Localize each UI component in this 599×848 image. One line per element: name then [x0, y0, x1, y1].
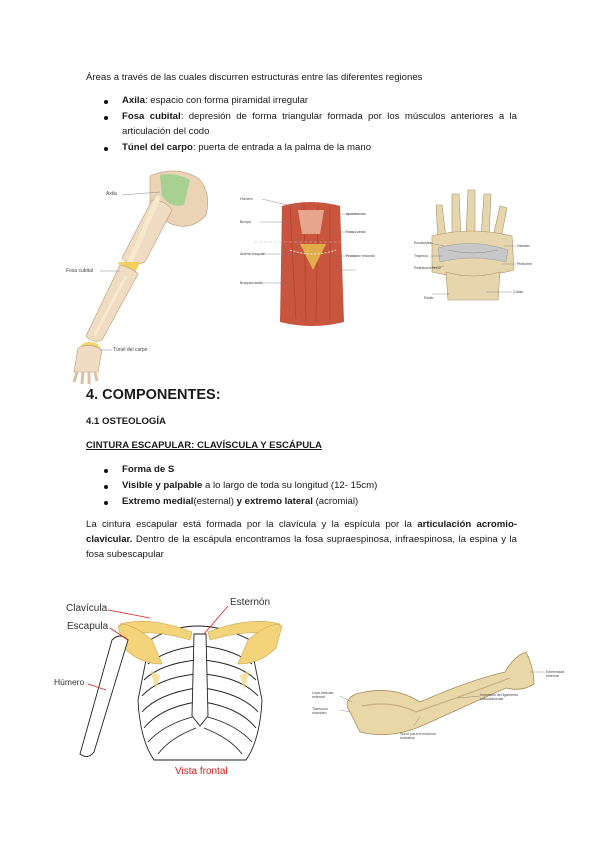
wrist-label: Escafoides [414, 241, 432, 245]
subsection-title: 4.1 OSTEOLOGÍA [86, 416, 166, 427]
feature-text: a lo largo de toda su longitud (12- 15cm… [202, 480, 378, 491]
feature-bold: y extremo lateral [236, 496, 313, 507]
paragraph-text: Dentro de la escápula encontramos la fos… [86, 534, 517, 560]
bullet-dot [104, 147, 108, 151]
clavicle-label: Impresión del ligamento costoclavicular [480, 693, 519, 701]
bullet-dot [104, 485, 108, 489]
figure-caption: Vista frontal [175, 766, 228, 777]
wrist-label: Pisiforme [517, 262, 532, 266]
subheading: CINTURA ESCAPULAR: CLAVÍSCULA Y ESCÁPULA [86, 440, 322, 451]
region-text: : puerta de entrada a la palma de la man… [192, 142, 372, 153]
body-paragraph: La cintura escapular está formada por la… [86, 517, 517, 562]
region-text: : espacio con forma piramidal irregular [144, 95, 309, 106]
section-title: 4. COMPONENTES: [86, 387, 221, 403]
feature-bold: Visible y palpable [122, 480, 203, 491]
paragraph-bold: articulación acromio-clavicular. [86, 519, 517, 545]
elbow-label: Pronador redondo [346, 254, 375, 258]
paragraph-text: La cintura escapular está formada por la… [86, 519, 418, 530]
region-item-fosa: Fosa cubital: depresión de forma triangu… [122, 109, 517, 139]
region-term: Axila [122, 95, 145, 106]
label-humero: Húmero [54, 677, 85, 687]
bullet-dot [104, 116, 108, 120]
feature-bold: Forma de S [122, 464, 175, 475]
region-item-axila: Axila: espacio con forma piramidal irreg… [122, 93, 517, 108]
intro-text: Áreas a través de las cuales discurren e… [86, 72, 423, 83]
bullet-dot [104, 469, 108, 473]
feature-item: Extremo medial(esternal) y extremo later… [122, 494, 517, 509]
elbow-label: Húmero [240, 197, 253, 201]
region-text: : depresión de forma triangular formada … [122, 111, 517, 137]
region-item-tunel: Túnel del carpo: puerta de entrada a la … [122, 140, 517, 155]
wrist-label: Cúbito [513, 290, 524, 294]
clavicle-label: Cara articular esternal [312, 691, 334, 699]
wrist-label: Hamato [517, 244, 530, 248]
arm-label-tunel: Túnel del carpo [113, 347, 148, 353]
label-esternon: Esternón [230, 597, 271, 608]
feature-text: (acromial) [312, 496, 359, 507]
region-term: Túnel del carpo [122, 142, 193, 153]
elbow-label: Bíceps [240, 220, 251, 224]
feature-item: Forma de S [122, 462, 517, 477]
elbow-label: Fosa cubital [346, 230, 366, 234]
feature-item: Visible y palpable a lo largo de toda su… [122, 478, 517, 493]
elbow-label: Braquiorradial [240, 281, 263, 285]
clavicle-label: Extremidad esternal [546, 670, 565, 678]
arm-label-fosa: Fosa cubital [66, 268, 93, 274]
elbow-label: Arteria braquial [240, 252, 265, 256]
wrist-label: Trapecio [414, 254, 428, 258]
elbow-label: Aponeurosis [346, 212, 366, 216]
wrist-label: Radio [424, 296, 434, 300]
feature-text: (esternal) [193, 496, 237, 507]
region-term: Fosa cubital [122, 111, 181, 122]
feature-bold: Extremo medial [122, 496, 194, 507]
clavicle-label: Surco para el músculo subclavio [400, 732, 436, 740]
arm-label-axila: Axila [106, 191, 117, 197]
bullet-dot [104, 100, 108, 104]
label-clavicula: Clavícula [66, 603, 108, 614]
label-escapula: Escapula [67, 621, 109, 632]
bullet-dot [104, 501, 108, 505]
clavicle-label: Tubérculo conoideo [312, 707, 328, 715]
wrist-label: Retináculo flexor [414, 266, 441, 270]
